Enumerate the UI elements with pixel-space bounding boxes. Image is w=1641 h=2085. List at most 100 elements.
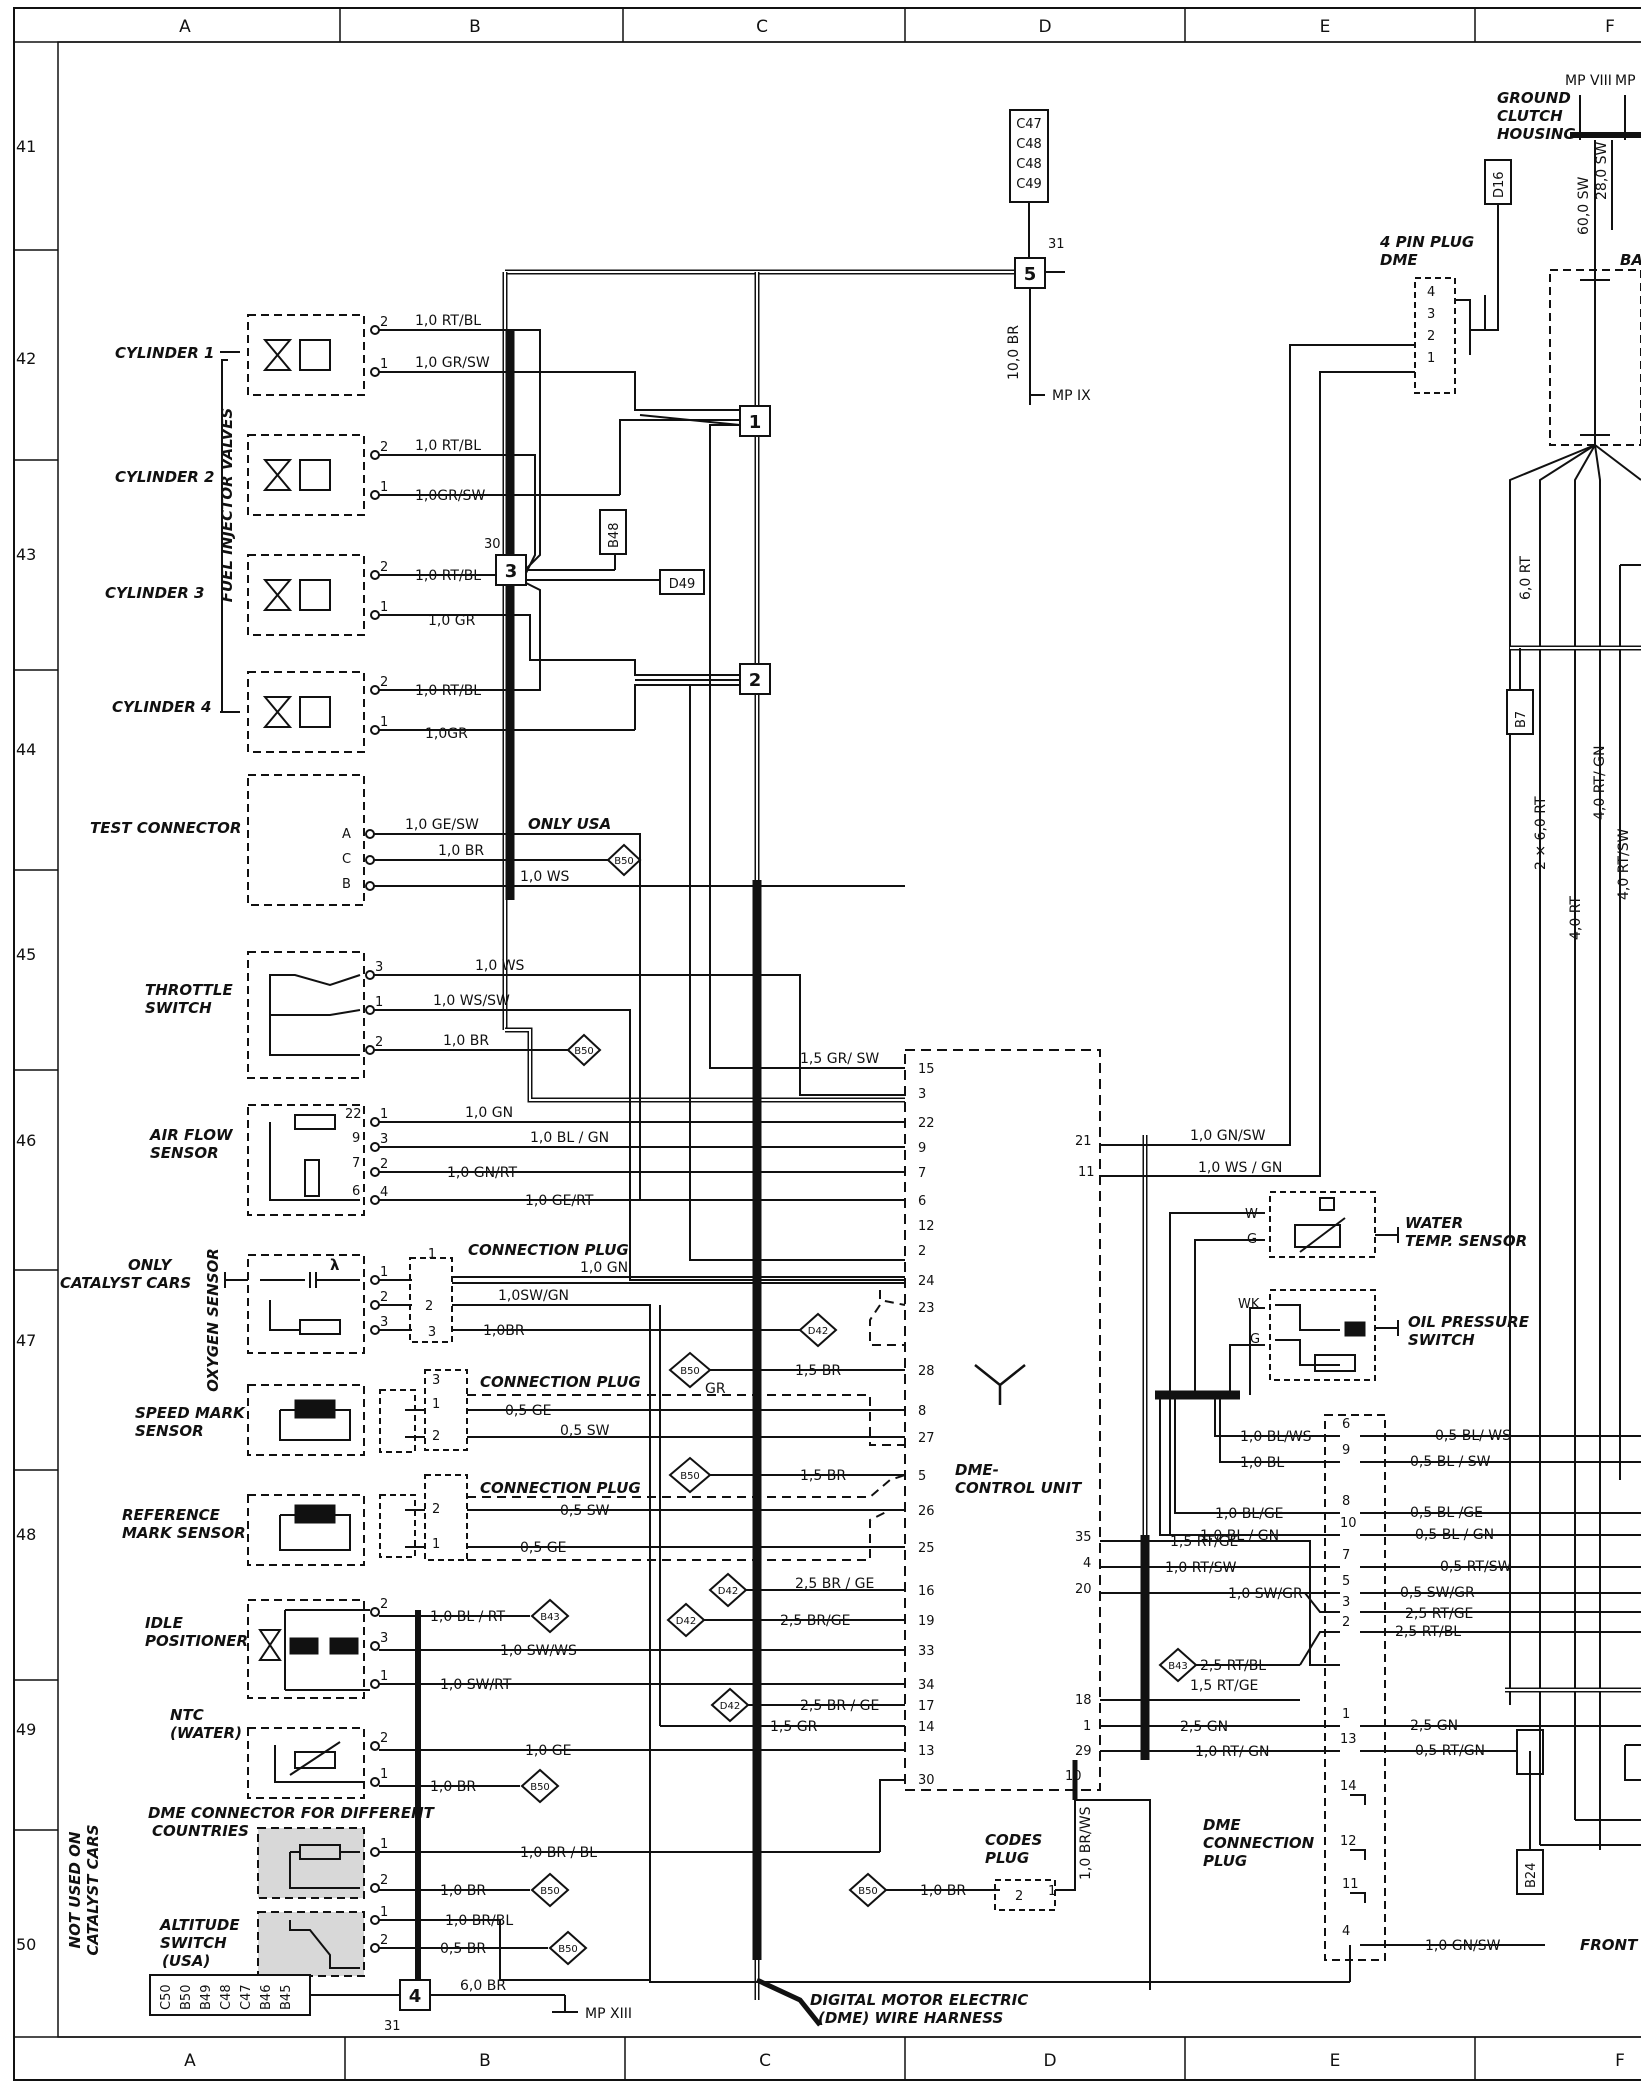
altitude-label: ALTITUDE (159, 1916, 240, 1934)
svg-text:G: G (1250, 1332, 1260, 1347)
wire-label: 1,5 GR/ SW (800, 1051, 879, 1067)
wire-label: 0,5 GE (505, 1403, 551, 1419)
ntc-label: NTC (170, 1706, 204, 1724)
svg-text:4: 4 (380, 1185, 388, 1200)
wire-label: 10,0 BR (1006, 325, 1022, 380)
ref-b50-label: B50 (540, 1886, 560, 1897)
svg-text:1: 1 (380, 600, 388, 615)
wire-label: 1,0 BR (440, 1883, 486, 1899)
wire-label: 1,0 WS (475, 958, 525, 974)
col-label-e-bottom: E (1330, 2051, 1341, 2071)
only-usa-label: ONLY USA (528, 815, 611, 833)
injector-cyl2 (247, 434, 365, 516)
wire-label: 0,5 BL / SW (1410, 1454, 1491, 1470)
dme-unit-label: DME- (955, 1461, 999, 1479)
water-temp-sensor: W G WATER TEMP. SENSOR (1169, 1191, 1527, 1535)
svg-text:34: 34 (918, 1678, 935, 1693)
cylinder-4-label: CYLINDER 4 (112, 698, 211, 716)
pin-label: 31 (1048, 237, 1065, 252)
harness-label: DIGITAL MOTOR ELECTRIC (810, 1991, 1028, 2009)
row-label-41: 41 (16, 137, 36, 156)
wire-label: 1,0 RT/SW (1165, 1560, 1237, 1576)
svg-text:10: 10 (1065, 1769, 1082, 1784)
ref-b50-label: B50 (680, 1366, 700, 1377)
svg-text:14: 14 (918, 1720, 935, 1735)
wire-label: 0,5 BL / GN (1415, 1527, 1494, 1543)
col-label-f: F (1605, 17, 1615, 37)
svg-text:8: 8 (1342, 1494, 1350, 1509)
wire-label: 28,0 SW (1594, 141, 1610, 200)
test-connector-box (247, 774, 365, 906)
ref-b50 (530, 1872, 570, 1908)
oil-pressure-box (1269, 1289, 1376, 1381)
svg-text:11: 11 (1078, 1165, 1095, 1180)
wire-label: 2,5 GN (1180, 1719, 1228, 1735)
row-label-46: 46 (16, 1131, 36, 1150)
ref-b7-label: B7 (1514, 711, 1529, 728)
codes-plug-label: CODES (985, 1831, 1042, 1849)
cylinder-2-label: CYLINDER 2 (115, 468, 214, 486)
svg-text:9: 9 (352, 1131, 360, 1146)
wire-label: 1,0 BR / BL (520, 1845, 597, 1861)
svg-text:35: 35 (1075, 1530, 1092, 1545)
splice-2-label: 2 (749, 670, 762, 691)
stack-label: C48 (219, 1984, 234, 2010)
ref-b50 (548, 1930, 588, 1966)
ref-b48 (599, 509, 627, 555)
col-label-a-bottom: A (184, 2051, 196, 2071)
svg-text:10: 10 (1340, 1516, 1357, 1531)
wire-label: 1,0 GN/SW (1425, 1938, 1501, 1954)
wire-label: 1,0 BR (920, 1883, 966, 1899)
svg-text:3: 3 (1342, 1595, 1350, 1610)
idle-positioner-label: IDLE (145, 1614, 184, 1632)
stack-label: C47 (239, 1984, 254, 2010)
ref-b50-label: B50 (680, 1471, 700, 1482)
svg-text:27: 27 (918, 1431, 935, 1446)
svg-text:2: 2 (425, 1299, 433, 1314)
col-label-a: A (179, 17, 191, 37)
ref-mark-label: MARK SENSOR (122, 1524, 246, 1542)
wire-label: 1,0 RT/ GN (1195, 1744, 1269, 1760)
wire-label: 1,0 RT/BL (415, 683, 481, 699)
mp-viii-label: MP VIII (1565, 73, 1612, 89)
svg-text:29: 29 (1075, 1744, 1092, 1759)
ground-clutch-label: CLUTCH (1497, 107, 1563, 125)
injector-cyl1 (247, 314, 365, 396)
wire-label: 1,5 BR (800, 1468, 846, 1484)
wire-label: 2,5 RT/BL (1200, 1658, 1266, 1674)
svg-text:2: 2 (380, 1731, 388, 1746)
wire-label: 1,0 RT/BL (415, 313, 481, 329)
svg-text:1: 1 (380, 1837, 388, 1852)
svg-text:C: C (342, 852, 351, 867)
idle-positioner: IDLE POSITIONER 231 1,0 BL / RT B43 1,0 … (145, 1597, 905, 2000)
ref-b48-label: B48 (607, 523, 622, 548)
water-temp-label: TEMP. SENSOR (1405, 1232, 1527, 1250)
splice-4-label: 4 (409, 1986, 422, 2007)
air-flow-label: SENSOR (150, 1144, 219, 1162)
svg-text:7: 7 (352, 1156, 360, 1171)
wire-label: 1,0GR/SW (415, 488, 485, 504)
wire-label: 0,5 GE (520, 1540, 566, 1556)
ntc-water: NTC (WATER) 21 1,0 GE 1,0 BR B50 (170, 1706, 905, 1804)
col-label-b: B (469, 17, 481, 37)
svg-text:19: 19 (918, 1614, 935, 1629)
svg-text:2: 2 (380, 1597, 388, 1612)
four-pin-label: DME (1380, 251, 1418, 269)
ref-b24-box (1516, 1849, 1544, 1895)
ref-b24-label: B24 (1524, 1863, 1539, 1888)
svg-text:13: 13 (1340, 1732, 1357, 1747)
wire-label: 1,0BR (483, 1323, 525, 1339)
test-connector-label: TEST CONNECTOR (90, 819, 241, 837)
stack-label: C50 (159, 1984, 174, 2010)
stack-label: B46 (259, 1985, 274, 2010)
fuel-injector-valves-label: FUEL INJECTOR VALVES (218, 408, 236, 603)
svg-text:30: 30 (484, 537, 501, 552)
splice-5-label: 5 (1024, 264, 1037, 285)
ref-b50 (566, 1033, 602, 1067)
row-label-43: 43 (16, 545, 36, 564)
ref-b50-label: B50 (574, 1046, 594, 1057)
row-label-42: 42 (16, 349, 36, 368)
wire-label: 2,5 RT/GE (1405, 1606, 1473, 1622)
svg-text:1: 1 (375, 995, 383, 1010)
